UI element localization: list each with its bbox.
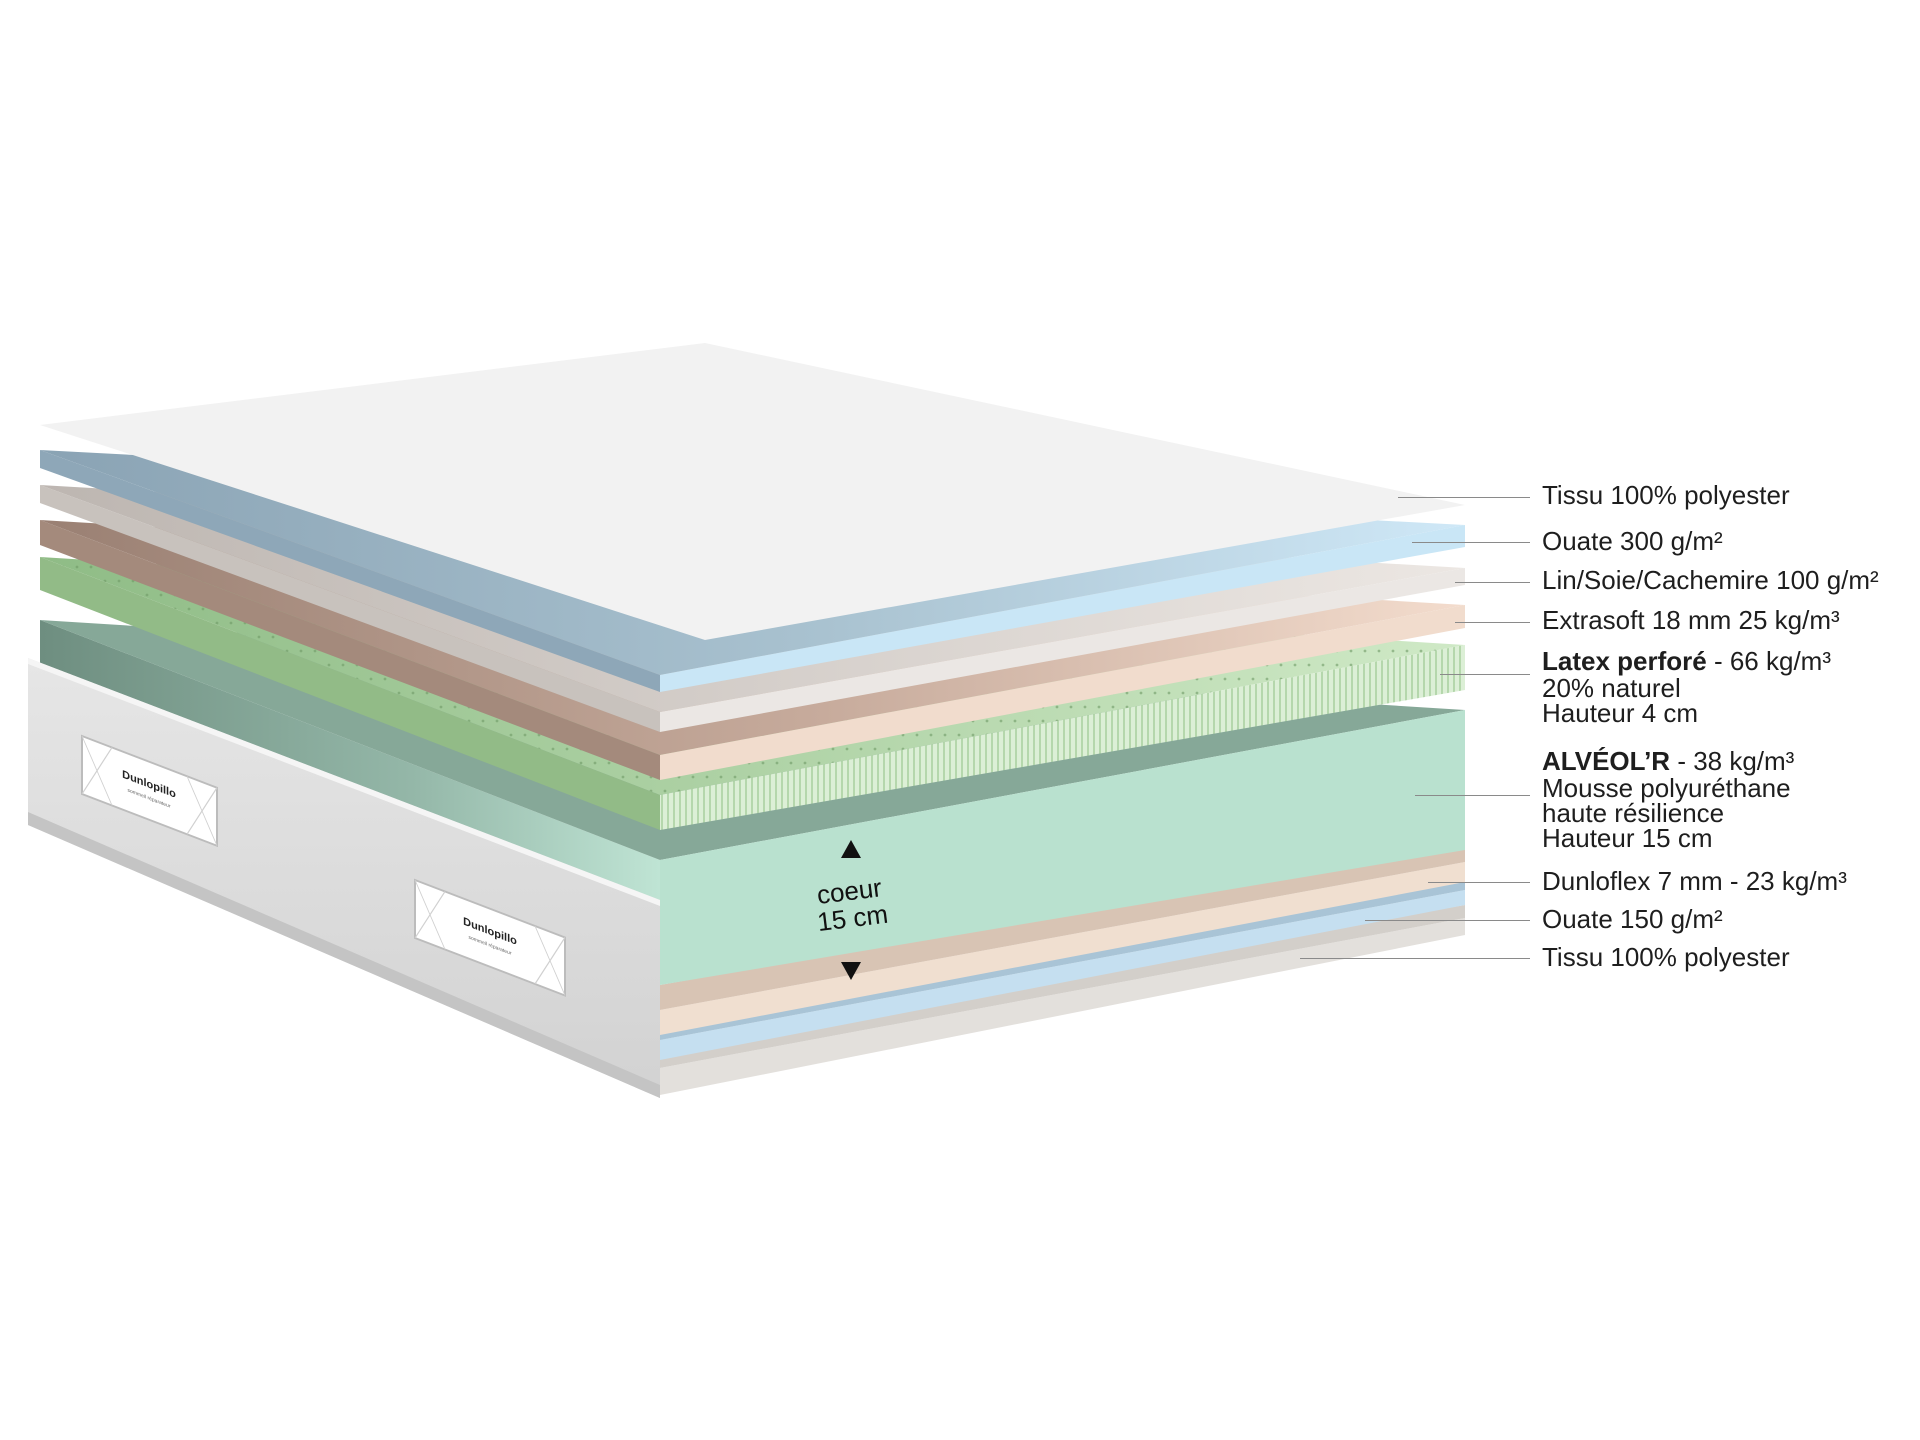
leader-line-alveol: [1415, 795, 1530, 796]
callout-tissu-top: Tissu 100% polyester: [1542, 480, 1790, 510]
leader-line-tissu-top: [1398, 497, 1530, 498]
leader-line-ouate-bottom: [1365, 920, 1530, 921]
leader-line-extrasoft: [1455, 622, 1530, 623]
callout-tissu-bottom: Tissu 100% polyester: [1542, 942, 1790, 972]
border-panel: [28, 658, 660, 1098]
layer-tissu-bottom: [660, 905, 1465, 1095]
leader-line-lin-soie: [1455, 582, 1530, 583]
latex-detail-2: Hauteur 4 cm: [1542, 698, 1699, 728]
layer-tissu-top: [40, 343, 1465, 640]
alveol-title: ALVÉOL’R: [1542, 746, 1671, 776]
latex-detail-1: 20% naturel: [1542, 673, 1681, 703]
callout-extrasoft: Extrasoft 18 mm 25 kg/m³: [1542, 605, 1840, 635]
brand-label-left: Dunlopillo sommeil réparateur: [81, 734, 218, 848]
callout-latex: Latex perforé - 66 kg/m³ 20% naturel Hau…: [1542, 646, 1831, 726]
leader-line-tissu-bottom: [1300, 958, 1530, 959]
alveol-spec: - 38 kg/m³: [1670, 746, 1795, 776]
arrow-down-icon: [841, 962, 861, 980]
alveol-detail-2: haute résilience: [1542, 798, 1725, 828]
leader-line-latex: [1440, 674, 1530, 675]
latex-title: Latex perforé: [1542, 646, 1707, 676]
leader-line-ouate-top: [1412, 542, 1530, 543]
callout-alveol: ALVÉOL’R - 38 kg/m³ Mousse polyuréthane …: [1542, 746, 1794, 851]
alveol-detail-3: Hauteur 15 cm: [1542, 823, 1713, 853]
arrow-up-icon: [841, 840, 861, 858]
latex-spec: - 66 kg/m³: [1706, 646, 1831, 676]
callout-ouate-top: Ouate 300 g/m²: [1542, 526, 1723, 556]
leader-line-dunloflex: [1428, 882, 1530, 883]
callout-dunloflex: Dunloflex 7 mm - 23 kg/m³: [1542, 866, 1847, 896]
callout-ouate-bottom: Ouate 150 g/m²: [1542, 904, 1723, 934]
alveol-detail-1: Mousse polyuréthane: [1542, 773, 1791, 803]
callout-lin-soie: Lin/Soie/Cachemire 100 g/m²: [1542, 565, 1879, 595]
brand-label-right: Dunlopillo sommeil réparateur: [414, 878, 566, 997]
